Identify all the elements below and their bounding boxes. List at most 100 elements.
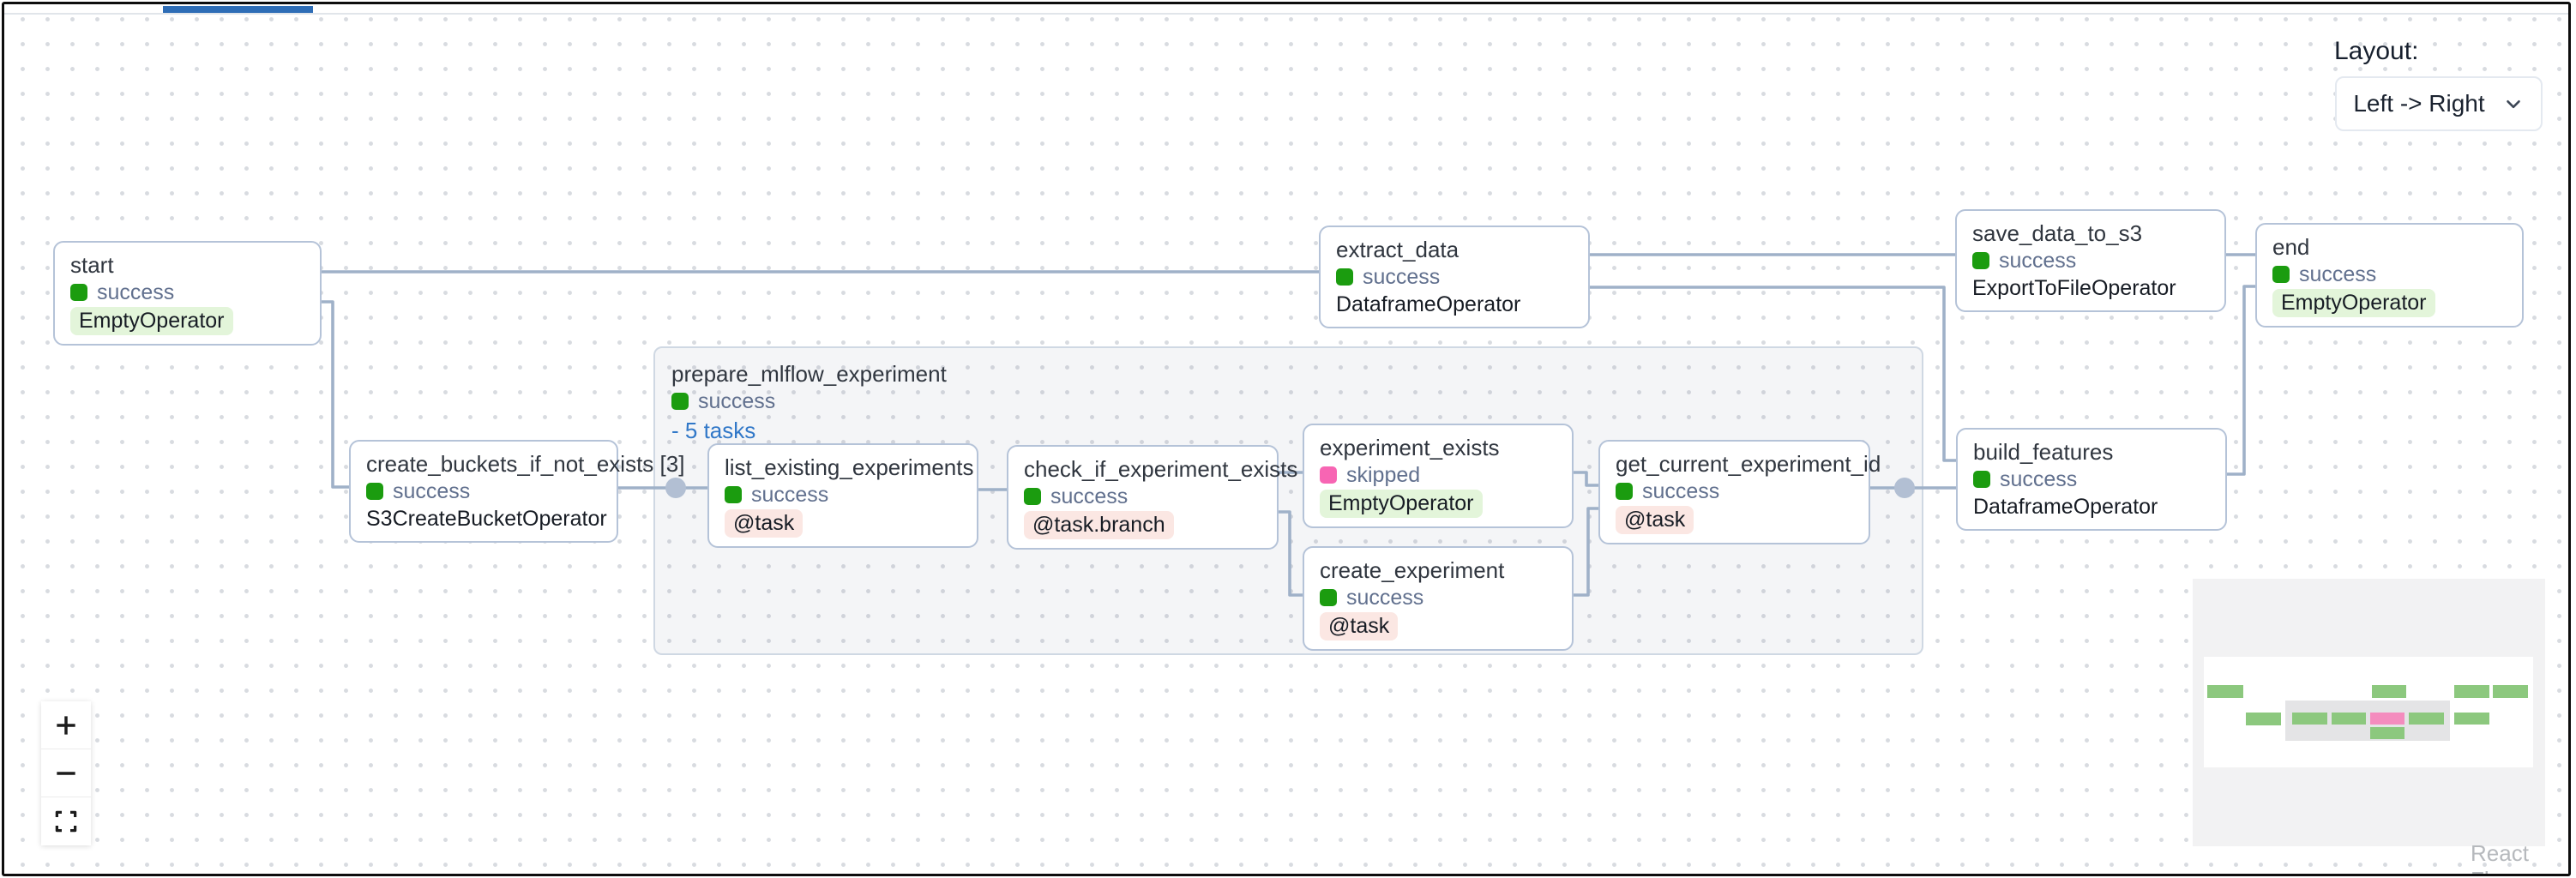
minimap-node-build_features: [2454, 713, 2489, 725]
minimap-node-start: [2207, 685, 2243, 698]
node-operator-badge: @task: [1320, 612, 1399, 640]
status-success-icon: [1320, 589, 1337, 606]
node-operator-badge: S3CreateBucketOperator: [366, 507, 607, 531]
node-title: create_buckets_if_not_exists [3]: [366, 451, 685, 477]
node-status-label: skipped: [1346, 463, 1421, 487]
node-status-row: skipped: [1320, 462, 1556, 488]
node-status-label: success: [2000, 467, 2078, 491]
status-success-icon: [1973, 471, 1990, 488]
status-success-icon: [1024, 488, 1041, 505]
node-title: create_experiment: [1320, 557, 1505, 583]
node-operator-badge: ExportToFileOperator: [1972, 276, 2176, 300]
node-operator-badge: @task: [725, 509, 803, 538]
status-success-icon: [1616, 483, 1633, 500]
node-status-label: success: [2299, 262, 2377, 286]
fit-view-button[interactable]: [41, 797, 91, 845]
minimap[interactable]: [2193, 579, 2545, 846]
layout-select[interactable]: Left -> Right: [2335, 76, 2543, 131]
node-status-row: success: [366, 478, 601, 504]
node-operator-badge: DataframeOperator: [1336, 292, 1521, 316]
edge-junction-dot: [665, 478, 686, 498]
group-collapse-link[interactable]: - 5 tasks: [671, 418, 756, 443]
edge-junction-dot: [1894, 478, 1915, 498]
node-operator-badge: EmptyOperator: [70, 307, 233, 335]
node-status-label: success: [1050, 484, 1129, 508]
edge-build_features-to-end: [2227, 285, 2255, 476]
node-operator-badge: EmptyOperator: [1320, 490, 1483, 518]
node-status-label: success: [1346, 586, 1424, 610]
node-status-row: success: [1336, 264, 1573, 290]
node-title: list_existing_experiments: [725, 454, 974, 480]
minimap-node-save_data_to_s3: [2454, 685, 2489, 698]
status-success-icon: [366, 483, 383, 500]
edge-extract_data-to-build_features: [1590, 286, 1956, 462]
node-title: get_current_experiment_id: [1616, 451, 1881, 477]
node-status-label: success: [393, 479, 471, 503]
node-operator-badge: DataframeOperator: [1973, 495, 2158, 519]
minimap-node-check_if_experiment_exists: [2332, 713, 2366, 725]
zoom-controls: [41, 701, 91, 845]
node-title: experiment_exists: [1320, 435, 1500, 460]
minimap-node-extract_data: [2372, 685, 2406, 698]
active-tab-indicator: [163, 6, 313, 13]
node-status-row: success: [671, 388, 1905, 414]
minimap-node-experiment_exists: [2370, 713, 2404, 725]
node-status-label: success: [1642, 479, 1720, 503]
minimap-node-create_buckets_if_not_exists: [2246, 713, 2281, 725]
status-success-icon: [725, 486, 742, 503]
edge-check_if_experiment_exists-to-create_experiment: [1279, 510, 1303, 597]
node-title: start: [70, 252, 114, 278]
dag-edges: [321, 253, 2255, 597]
fit-view-icon: [55, 810, 77, 833]
status-success-icon: [2272, 266, 2290, 283]
node-title: check_if_experiment_exists: [1024, 456, 1298, 482]
reactflow-attribution-link[interactable]: React Flow: [2471, 840, 2529, 874]
layout-select-value: Left -> Right: [2353, 90, 2485, 117]
minus-icon: [57, 771, 75, 775]
minimap-node-end: [2493, 685, 2528, 698]
node-title: save_data_to_s3: [1972, 220, 2143, 246]
status-success-icon: [1972, 252, 1989, 269]
node-status-row: success: [1972, 248, 2209, 274]
node-status-row: success: [1024, 484, 1261, 509]
node-title: extract_data: [1336, 237, 1460, 262]
node-title: build_features: [1973, 439, 2114, 465]
status-success-icon: [671, 393, 689, 410]
node-status-row: success: [2272, 262, 2507, 287]
status-success-icon: [70, 284, 87, 301]
node-status-label: success: [1999, 249, 2077, 273]
zoom-in-button[interactable]: [41, 701, 91, 749]
minimap-node-get_current_experiment_id: [2409, 713, 2444, 725]
edge-start-to-create_buckets_if_not_exists: [321, 300, 349, 489]
status-skipped-icon: [1320, 466, 1337, 484]
zoom-out-button[interactable]: [41, 749, 91, 797]
node-status-row: success: [1973, 466, 2210, 492]
node-status-row: success: [70, 280, 304, 305]
minimap-node-list_existing_experiments: [2292, 713, 2327, 725]
edge-experiment_exists-to-get_current_experiment_id: [1574, 471, 1598, 487]
node-status-row: success: [725, 482, 961, 508]
tab-strip: [4, 4, 2568, 15]
node-status-label: success: [97, 280, 175, 304]
minimap-node-create_experiment: [2370, 727, 2404, 739]
node-status-row: success: [1616, 478, 1853, 504]
node-operator-badge: @task.branch: [1024, 511, 1174, 539]
edge-create_experiment-to-get_current_experiment_id: [1574, 507, 1598, 597]
node-operator-badge: @task: [1616, 506, 1694, 534]
group-title: prepare_mlflow_experiment: [671, 361, 947, 387]
node-status-label: success: [751, 483, 829, 507]
node-status-row: success: [1320, 585, 1556, 610]
